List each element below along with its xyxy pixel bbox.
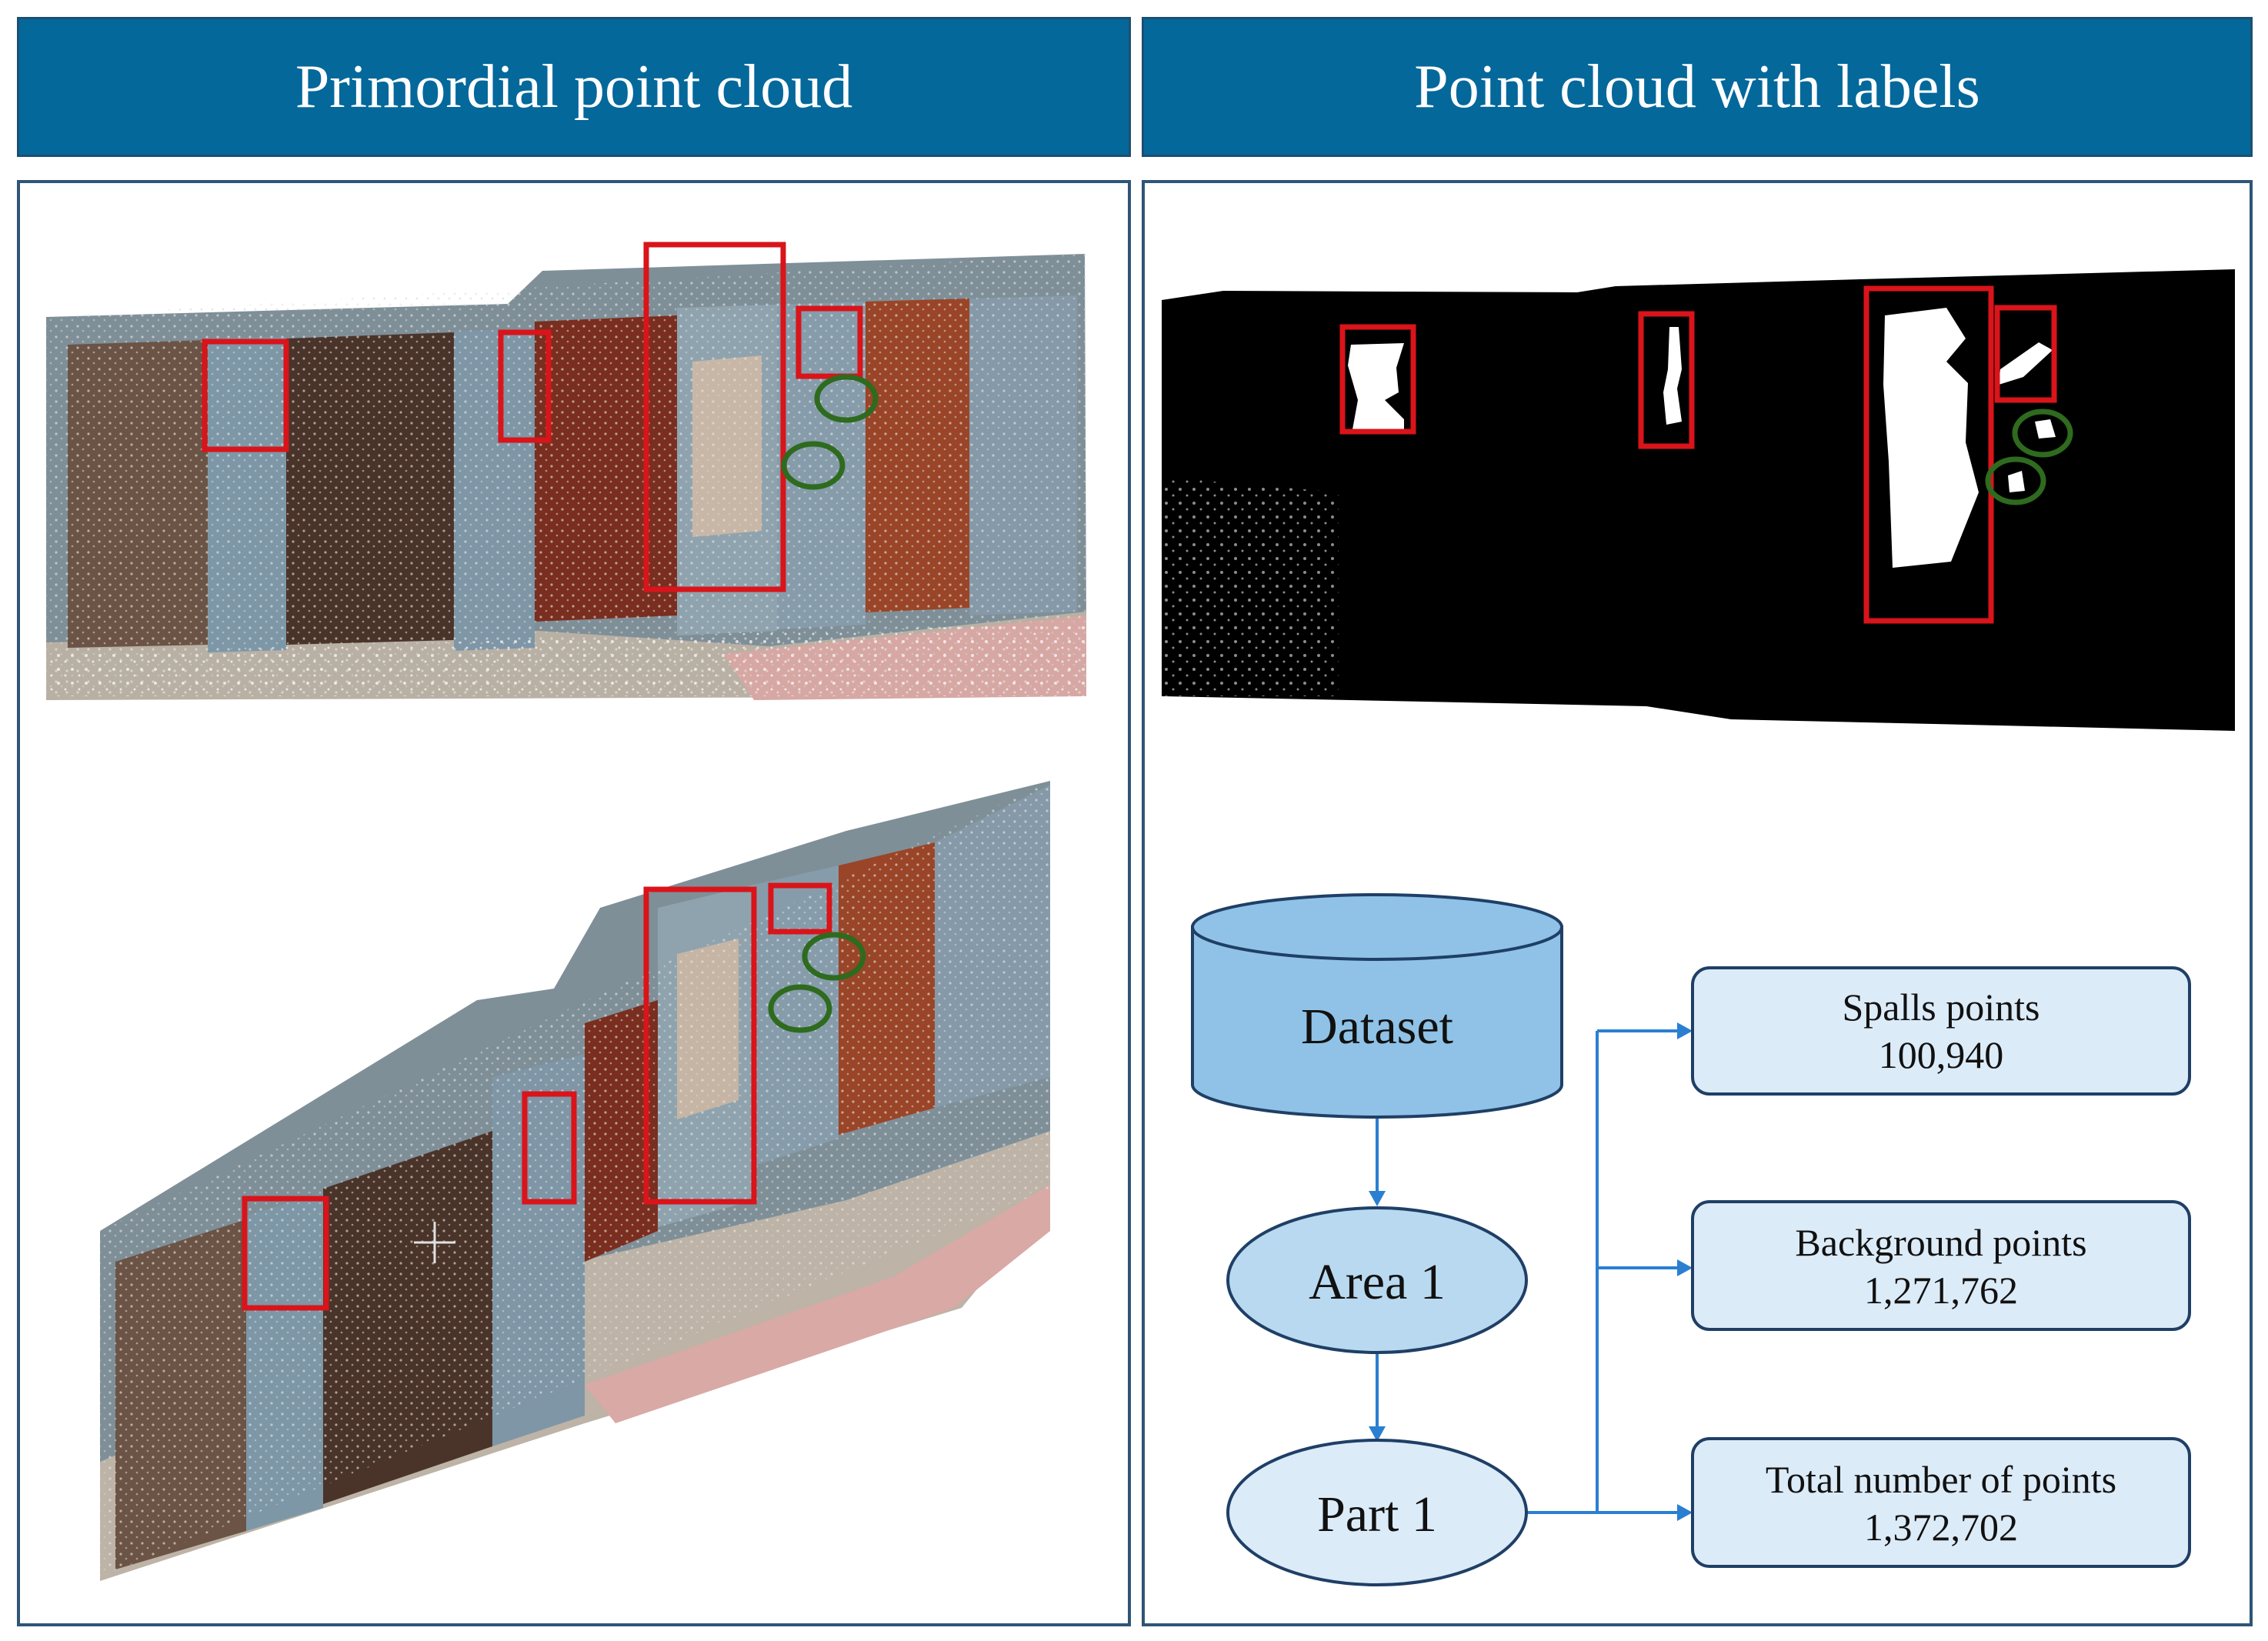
flowchart-connectors [1376,1029,1679,1514]
front-view-wall [46,254,1086,700]
damage-box [795,305,863,379]
spalls-points-value: 100,940 [1879,1033,2004,1076]
damage-box [1994,305,2057,403]
spall-region [1999,342,2053,385]
labeled-damage-circles [1985,409,2073,505]
damage-circle [2012,409,2073,458]
damage-box [643,886,757,1205]
stat-box-spalls [1691,966,2191,1096]
part-node [1226,1439,1528,1586]
background-points-label: Background points [1795,1221,2086,1264]
damage-box [1863,285,1994,624]
damage-box [498,329,552,443]
crosshair-icon [414,1222,455,1263]
damage-circle [781,441,845,490]
area-node [1226,1206,1528,1354]
damage-box [522,1091,577,1205]
damage-circle [1985,456,2046,505]
damage-circle [802,932,866,981]
part-label: Part 1 [1317,1486,1437,1543]
perspective-view-damage-circles [768,932,866,1033]
area-label: Area 1 [1309,1254,1446,1310]
damage-circle [768,984,832,1033]
front-view-damage-circles [781,374,879,490]
front-view-damage-boxes [202,242,863,592]
damage-circle [814,374,879,423]
spalls-points-label: Spalls points [1843,986,2040,1029]
total-points-label: Total number of points [1766,1458,2116,1501]
damage-box [242,1196,329,1311]
right-panel-title: Point cloud with labels [1414,52,1980,121]
dataset-cylinder [1191,893,1563,1119]
labeled-damage-boxes [1339,285,2057,624]
left-panel-title: Primordial point cloud [295,52,853,121]
stat-box-background [1691,1200,2191,1331]
spall-region [1348,343,1404,429]
damage-box [768,882,832,935]
spall-region [2035,419,2056,439]
dataset-label: Dataset [1301,999,1453,1055]
spall-region [2008,471,2025,492]
spall-region [1883,308,1979,568]
total-points-value: 1,372,702 [1864,1506,2018,1549]
damage-box [202,339,289,452]
damage-box [1638,311,1695,449]
background-points-value: 1,271,762 [1864,1269,2018,1312]
perspective-view-damage-boxes [242,882,832,1311]
right-panel-header: Point cloud with labels [1142,17,2253,157]
left-panel-header: Primordial point cloud [17,17,1131,157]
spall-region [1663,327,1682,425]
damage-box [643,242,786,592]
stat-box-total [1691,1437,2191,1568]
labeled-point-cloud [1162,269,2235,731]
flowchart-arrowheads [1369,1022,1693,1521]
damage-box [1339,324,1416,435]
